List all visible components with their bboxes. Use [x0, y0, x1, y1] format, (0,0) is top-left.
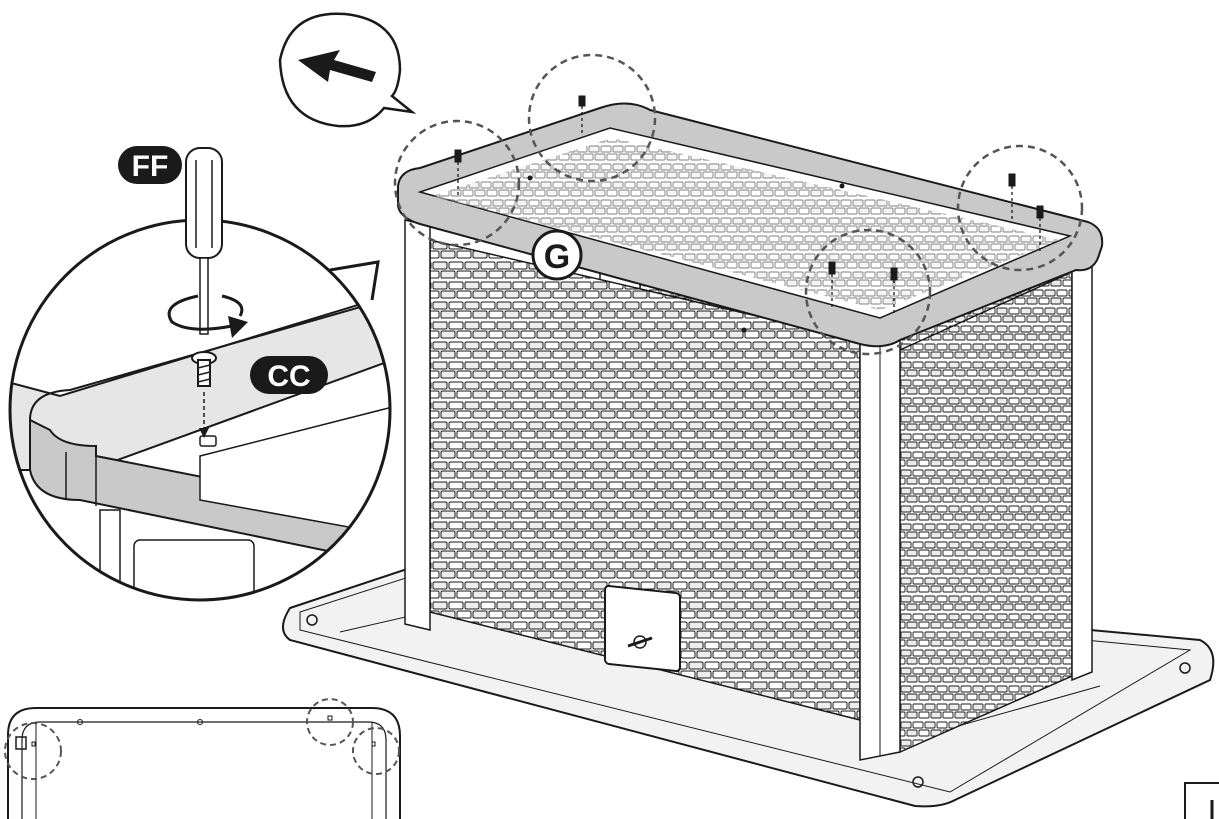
page-corner-box [1184, 782, 1219, 819]
arrow-icon [298, 50, 376, 82]
tool-badge-ff: FF [118, 146, 182, 184]
screw-icon [1036, 205, 1044, 254]
highlight-circles [393, 53, 1084, 356]
screws [454, 95, 1044, 316]
zoom-detail [8, 147, 392, 602]
top-view-inset [4, 698, 401, 819]
screw-badge-text: CC [267, 360, 310, 393]
screwdriver-icon [185, 147, 223, 335]
screw-icon [890, 267, 898, 316]
front-panel [429, 239, 861, 721]
screw-icon [1008, 173, 1016, 222]
part-label-g: G [531, 229, 583, 281]
screw-icon [828, 261, 836, 310]
corner-posts [404, 219, 901, 761]
screw-badge-cc: CC [250, 356, 328, 394]
screw-icon [191, 351, 217, 438]
rotate-arrow-icon [167, 294, 248, 338]
screw-icon [578, 95, 586, 134]
side-panel [899, 250, 1093, 754]
part-label-text: G [544, 238, 570, 276]
screw-icon [454, 149, 462, 196]
tool-badge-text: FF [132, 150, 169, 183]
top-frame [397, 102, 1104, 348]
direction-bubble [278, 12, 417, 128]
